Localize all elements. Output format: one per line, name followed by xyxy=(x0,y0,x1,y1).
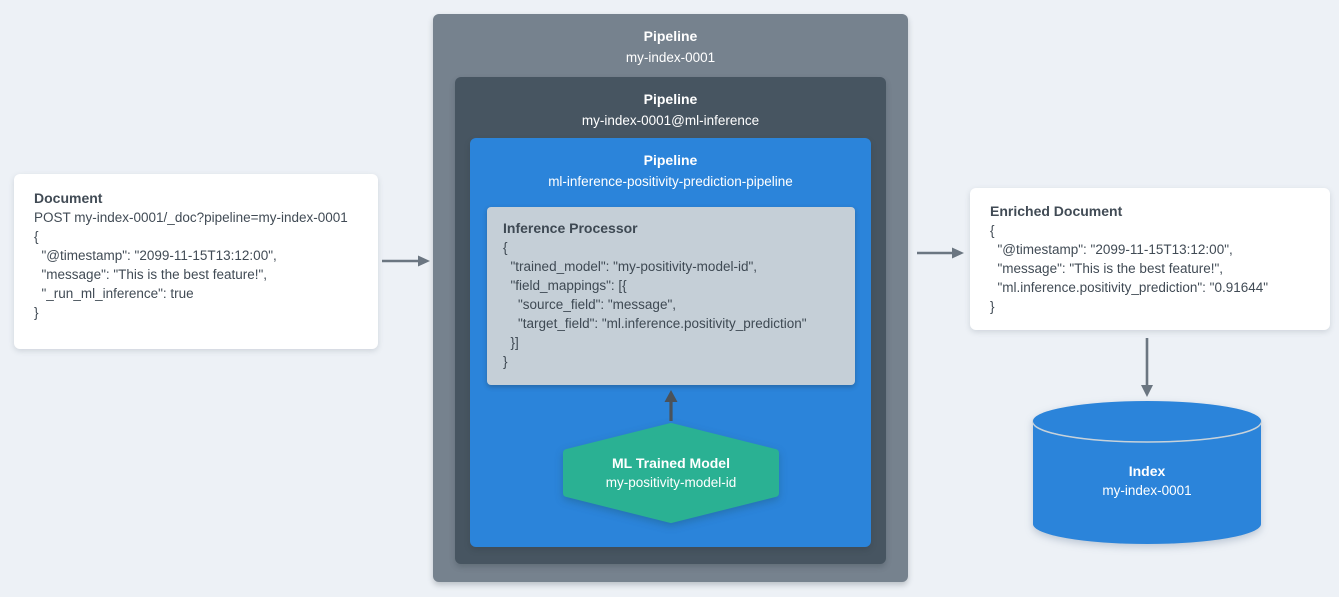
pipeline-middle-title: Pipeline xyxy=(643,91,698,107)
ml-trained-model-hexagon: ML Trained Model my-positivity-model-id xyxy=(563,423,779,523)
code-line: "ml.inference.positivity_prediction": "0… xyxy=(990,280,1269,295)
index-name: my-index-0001 xyxy=(1102,483,1192,498)
ml-trained-model-title: ML Trained Model xyxy=(612,455,730,471)
code-line: POST my-index-0001/_doc?pipeline=my-inde… xyxy=(34,210,348,225)
code-line: { xyxy=(503,240,508,255)
index-label: Index my-index-0001 xyxy=(1032,462,1262,501)
pipeline-middle-header: Pipeline my-index-0001@ml-inference xyxy=(455,77,886,131)
code-line: { xyxy=(34,229,39,244)
arrow-pipeline-to-enriched-document xyxy=(917,247,964,259)
enriched-document-card: Enriched Document { "@timestamp": "2099-… xyxy=(970,188,1330,330)
code-line: "message": "This is the best feature!", xyxy=(990,261,1224,276)
database-cylinder-icon xyxy=(1032,401,1262,544)
code-line: "@timestamp": "2099-11-15T13:12:00", xyxy=(990,242,1233,257)
code-line: }] xyxy=(503,335,519,350)
code-line: "message": "This is the best feature!", xyxy=(34,267,268,282)
code-line: "_run_ml_inference": true xyxy=(34,286,194,301)
document-card-title: Document xyxy=(34,190,103,206)
pipeline-inner-name: ml-inference-positivity-prediction-pipel… xyxy=(548,174,793,189)
code-line: "field_mappings": [{ xyxy=(503,278,627,293)
hexagon-shape-icon xyxy=(563,423,779,523)
pipeline-outer-header: Pipeline my-index-0001 xyxy=(433,14,908,68)
code-line: "target_field": "ml.inference.positivity… xyxy=(503,316,807,331)
code-line: "@timestamp": "2099-11-15T13:12:00", xyxy=(34,248,277,263)
code-line: } xyxy=(34,305,39,320)
inference-processor-title: Inference Processor xyxy=(503,220,638,236)
arrow-enriched-document-to-index xyxy=(1141,338,1153,397)
code-line: } xyxy=(990,299,995,314)
pipeline-middle-name: my-index-0001@ml-inference xyxy=(581,113,760,128)
inference-processor-card: Inference Processor { "trained_model": "… xyxy=(487,207,855,385)
pipeline-inner-title: Pipeline xyxy=(643,152,698,168)
index-title: Index xyxy=(1128,463,1166,479)
code-line: { xyxy=(990,223,995,238)
code-line: "trained_model": "my-positivity-model-id… xyxy=(503,259,758,274)
ml-trained-model-label: ML Trained Model my-positivity-model-id xyxy=(563,423,779,523)
document-card: Document POST my-index-0001/_doc?pipelin… xyxy=(14,174,378,349)
code-line: } xyxy=(503,354,508,369)
pipeline-outer-name: my-index-0001 xyxy=(625,50,716,65)
arrow-document-to-pipeline xyxy=(382,255,430,267)
pipeline-outer-title: Pipeline xyxy=(643,28,698,44)
enriched-document-title: Enriched Document xyxy=(990,203,1123,219)
code-line: "source_field": "message", xyxy=(503,297,676,312)
ml-trained-model-name: my-positivity-model-id xyxy=(605,475,737,490)
pipeline-inner-header: Pipeline ml-inference-positivity-predict… xyxy=(470,138,871,192)
index-cylinder: Index my-index-0001 xyxy=(1032,400,1262,546)
